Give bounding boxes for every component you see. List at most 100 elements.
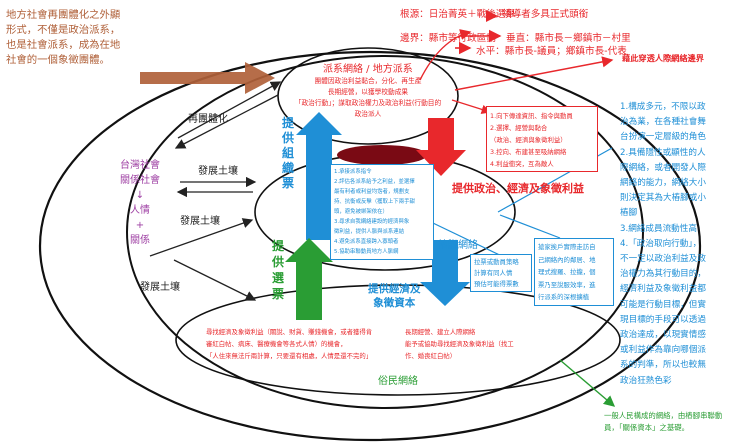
characteristic-line: 或利益作為靠向哪個派 bbox=[620, 345, 706, 356]
node-characteristics-panel: 1.構成多元，不限以政 治為業，在各種社會舞 台扮演一定層級的角色 2.具備隱性… bbox=[620, 100, 738, 389]
canvass-line: 拉票或動員策略 bbox=[474, 258, 519, 266]
inner-network-ellipse bbox=[126, 55, 644, 409]
faction-title: 派系網絡 / 地方派系 bbox=[323, 64, 413, 75]
bottom-note-line: 一般人民構成的網絡，由樁腳串聯動 bbox=[604, 411, 723, 420]
faction-task: 3.控向、布建甚至吸納網絡 bbox=[490, 148, 567, 156]
door-line: 己網絡內的鄰居、地 bbox=[538, 255, 596, 264]
faction-task: 2.選擇、經營與黏合 bbox=[490, 124, 548, 132]
taiwan-society-line: 台灣社會 bbox=[120, 160, 160, 171]
blue-up-label: 提供組織票 bbox=[282, 116, 295, 190]
top-left-line: 形式，不僅是政治派系， bbox=[6, 24, 121, 36]
characteristic-line: 經濟利益及象徵利益都 bbox=[620, 284, 706, 295]
canvass-line: 計算有同人情 bbox=[474, 269, 513, 277]
faction-line: 團體因政治利益黏合，分化、再生產 bbox=[314, 77, 422, 85]
faction-line: 政治派人 bbox=[354, 110, 382, 118]
folk-network-label: 俗民網絡 bbox=[378, 376, 418, 387]
bottom-note-line: 員，「關係資本」之基礎。 bbox=[604, 423, 689, 432]
characteristic-line: 際網絡，或者開發人際 bbox=[620, 162, 706, 173]
characteristic-line: 現目標的手段可以透過 bbox=[620, 314, 706, 325]
folk-right-text: 長期經營、建立人際網絡 能予或協助尋找經濟及象徵利益（找工 作、婚喪紅白帖） bbox=[405, 326, 514, 362]
node-task: 5.協助串聯動員地方人脈網 bbox=[334, 249, 399, 255]
taiwan-society-line: 人情 bbox=[130, 205, 150, 216]
power-lens bbox=[337, 145, 427, 165]
characteristic-line: 台扮演一定層級的角色 bbox=[620, 132, 706, 143]
faction-task: 4.利益衝突，互為敵人 bbox=[490, 160, 554, 168]
bottom-right-note: 一般人民構成的網絡，由樁腳串聯動 員，「關係資本」之基礎。 bbox=[604, 410, 722, 434]
horizontal-line: 水平：縣市長-議員；鄉鎮市長-代表 bbox=[476, 46, 627, 57]
node-task: 2.評估各派系給予之利益，並選擇 bbox=[334, 179, 415, 185]
root-line-b: 領導者多具正式頭銜 bbox=[502, 9, 589, 20]
folk-right-line: 作、婚喪紅白帖） bbox=[405, 352, 457, 360]
root-line: 根源：日治菁英＋戰後選舉 bbox=[400, 9, 516, 20]
canvass-line: 預估可能得票數 bbox=[474, 280, 519, 288]
folk-left-text: 尋找經濟及象徵利益（關說、財貨、賺錢機會，或者獲得肯 審紅白帖、病床、醫療機會等… bbox=[206, 326, 372, 362]
develop-label-1: 發展土壤 bbox=[198, 166, 238, 177]
green-up-arrow bbox=[285, 238, 333, 320]
characteristic-line: 4.「政治取向行動」， bbox=[620, 238, 702, 249]
folk-ellipse bbox=[175, 284, 621, 396]
canvass-strategy-box: 拉票或動員策略 計算有同人情 預估可能得票數 bbox=[470, 254, 532, 292]
boundary-line: 邊界：縣市等行政區劃 bbox=[400, 33, 496, 44]
characteristic-line: 政治狂熱色彩 bbox=[620, 375, 672, 386]
characteristic-line: 治為業，在各種社會舞 bbox=[620, 117, 706, 128]
node-task: 頭，避免被綁架依在） bbox=[334, 209, 388, 215]
brown-arrow bbox=[140, 62, 275, 94]
faction-task: 1.向下傳達資訊、指令與動員 bbox=[490, 112, 573, 120]
faction-task: （政治、經濟與象徵利益） bbox=[490, 136, 567, 144]
blue-down-label: 提供經濟及 象徵資本 bbox=[368, 282, 421, 310]
node-task: 最有利者或利益均霑者，規劃支 bbox=[334, 189, 410, 195]
green-up-label: 提供選票 bbox=[272, 239, 285, 301]
characteristic-line: 政治達成，以現實情感 bbox=[620, 330, 706, 341]
folk-right-line: 能予或協助尋找經濟及象徵利益（找工 bbox=[405, 340, 514, 348]
faction-body: 團體因政治利益黏合，分化、再生產 長期經營，以獲學校動成果 「政治行動」；謀取政… bbox=[290, 76, 446, 120]
door-line: 理式搜羅、拉攏，個 bbox=[538, 268, 596, 276]
characteristic-line: 系的判準，所以也較無 bbox=[620, 360, 706, 371]
node-tasks-box: 1.承接派系指令 2.評估各派系給予之利益，並選擇 最有利者或利益均霑者，規劃支… bbox=[330, 164, 434, 260]
taiwan-society-line: + bbox=[135, 220, 145, 231]
regroup-label: 再團體化 bbox=[188, 114, 228, 125]
node-task: 持、抗衡或反擊（獲取上下兩手甜 bbox=[334, 199, 415, 205]
characteristic-line: 3.網絡成員流動性高 bbox=[620, 223, 697, 234]
node-network-label: 樁腳網絡 bbox=[438, 240, 478, 251]
folk-right-line: 長期經營、建立人際網絡 bbox=[405, 328, 476, 336]
characteristic-line: 則決定其為大樁腳或小 bbox=[620, 193, 706, 204]
red-down-arrow bbox=[416, 118, 466, 176]
top-left-line: 地方社會再團體化之外顯 bbox=[6, 9, 121, 21]
taiwan-society-line: 關係 bbox=[130, 235, 150, 246]
blue-down-line: 象徵資本 bbox=[373, 297, 416, 309]
cross-boundary-label: 藉此穿透人際網絡邊界 bbox=[622, 53, 704, 63]
taiwan-society-block: 台灣社會 關係社會 ↓ 人情 + 關係 bbox=[110, 158, 170, 248]
characteristic-line: 1.構成多元，不限以政 bbox=[620, 102, 706, 112]
faction-line: 「政治行動」；謀取政治權力及政治利益(行動目的 bbox=[294, 99, 442, 107]
folk-left-line: 尋找經濟及象徵利益（關說、財貨、賺錢機會，或者獲得肯 bbox=[206, 328, 373, 336]
develop-label-3: 發展土壤 bbox=[140, 282, 180, 293]
faction-ellipse bbox=[277, 47, 459, 145]
taiwan-society-line: ↓ bbox=[135, 190, 145, 201]
top-left-line: 社會的一個象徵團體。 bbox=[6, 54, 110, 66]
faction-line: 長期經營，以獲學校動成果 bbox=[327, 88, 409, 96]
node-task: 3.尋求自我網絡建設的經濟與象 bbox=[334, 219, 410, 225]
characteristic-line: 2.具備隱性或顯性的人 bbox=[620, 147, 706, 158]
node-task: 徵利益，提供人脈與派系連結 bbox=[334, 229, 405, 235]
door-line: 搶家挨戶實際走訪自 bbox=[538, 243, 596, 251]
folk-left-line: 「人住來無法斤兩計算，只要還有相處，人情是還不完的」 bbox=[206, 352, 373, 360]
characteristic-line: 治權力為其行動目的， bbox=[620, 269, 706, 280]
red-down-label: 提供政治、經濟及象徵利益 bbox=[452, 182, 584, 195]
characteristic-line: 可能是行動目標，但實 bbox=[620, 299, 706, 310]
characteristic-line: 樁腳 bbox=[620, 208, 638, 219]
node-task: 1.承接派系指令 bbox=[334, 169, 372, 175]
outer-society-ellipse bbox=[38, 50, 702, 442]
faction-tasks-box: 1.向下傳達資訊、指令與動員 2.選擇、經營與黏合 （政治、經濟與象徵利益） 3… bbox=[486, 106, 598, 172]
blue-down-line: 提供經濟及 bbox=[368, 283, 421, 295]
vertical-line: 垂直：縣市長－鄉鎮市－村里 bbox=[506, 33, 631, 44]
node-task: 4.避免派系直接跨入寡頭者 bbox=[334, 239, 399, 245]
taiwan-society-line: 關係社會 bbox=[120, 175, 160, 186]
top-left-line: 也是社會派系，成為在地 bbox=[6, 39, 121, 51]
top-left-note: 地方社會再團體化之外顯 形式，不僅是政治派系， 也是社會派系，成為在地 社會的一… bbox=[6, 8, 120, 68]
door-to-door-box: 搶家挨戶實際走訪自 己網絡內的鄰居、地 理式搜羅、拉攏，個 票乃至說服效率，進 … bbox=[534, 238, 614, 306]
characteristic-line: 網絡的能力，網絡大小 bbox=[620, 178, 706, 189]
characteristic-line: 不一定以政治利益及政 bbox=[620, 254, 706, 265]
folk-left-line: 審紅白帖、病床、醫療機會等各式人情）的機會， bbox=[206, 340, 347, 348]
door-line: 行派系的深根擴植 bbox=[538, 293, 590, 301]
develop-label-2: 發展土壤 bbox=[180, 216, 220, 227]
